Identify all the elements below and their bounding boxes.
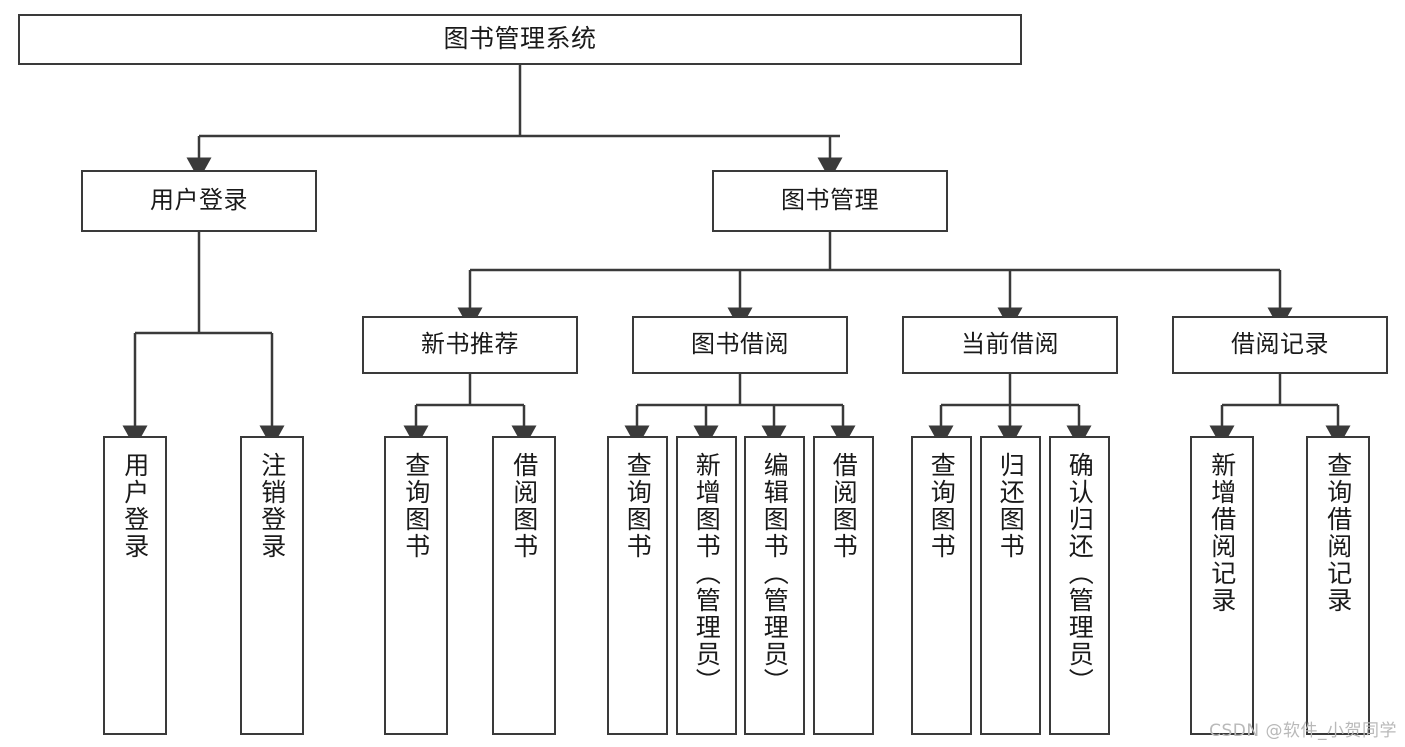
node-label: 归还图书 (996, 452, 1026, 560)
node-borrow-record[interactable]: 借阅记录 (1172, 316, 1388, 374)
node-label: 编辑图书（管理员） (760, 452, 790, 695)
node-book-management[interactable]: 图书管理 (712, 170, 948, 232)
leaf-query-book-current[interactable]: 查询图书 (911, 436, 972, 735)
node-label: 借阅图书 (509, 452, 539, 560)
leaf-borrow-book-recommend[interactable]: 借阅图书 (492, 436, 556, 735)
node-label: 图书借阅 (691, 330, 789, 359)
leaf-return-book[interactable]: 归还图书 (980, 436, 1041, 735)
node-book-borrow[interactable]: 图书借阅 (632, 316, 848, 374)
leaf-query-book-borrow[interactable]: 查询图书 (607, 436, 668, 735)
node-label: 借阅记录 (1231, 330, 1329, 359)
leaf-borrow-book[interactable]: 借阅图书 (813, 436, 874, 735)
node-root-system[interactable]: 图书管理系统 (18, 14, 1022, 65)
node-label: 图书管理 (781, 186, 879, 215)
node-label: 查询借阅记录 (1323, 452, 1353, 614)
leaf-confirm-return-admin[interactable]: 确认归还（管理员） (1049, 436, 1110, 735)
node-current-borrow[interactable]: 当前借阅 (902, 316, 1118, 374)
leaf-add-book-admin[interactable]: 新增图书（管理员） (676, 436, 737, 735)
node-label: 新书推荐 (421, 330, 519, 359)
leaf-logout[interactable]: 注销登录 (240, 436, 304, 735)
leaf-add-borrow-record[interactable]: 新增借阅记录 (1190, 436, 1254, 735)
node-label: 用户登录 (120, 452, 150, 560)
leaf-user-login[interactable]: 用户登录 (103, 436, 167, 735)
node-label: 确认归还（管理员） (1065, 452, 1095, 695)
node-label: 新增图书（管理员） (692, 452, 722, 695)
node-label: 查询图书 (927, 452, 957, 560)
node-label: 注销登录 (257, 452, 287, 560)
node-label: 图书管理系统 (443, 24, 597, 54)
leaf-query-borrow-record[interactable]: 查询借阅记录 (1306, 436, 1370, 735)
node-label: 新增借阅记录 (1207, 452, 1237, 614)
leaf-edit-book-admin[interactable]: 编辑图书（管理员） (744, 436, 805, 735)
node-user-login[interactable]: 用户登录 (81, 170, 317, 232)
leaf-query-book-recommend[interactable]: 查询图书 (384, 436, 448, 735)
node-label: 查询图书 (623, 452, 653, 560)
node-label: 用户登录 (150, 186, 248, 215)
csdn-watermark: CSDN @软件_小贺同学 (1209, 721, 1397, 741)
node-new-book-recommend[interactable]: 新书推荐 (362, 316, 578, 374)
node-label: 查询图书 (401, 452, 431, 560)
node-label: 当前借阅 (961, 330, 1059, 359)
node-label: 借阅图书 (829, 452, 859, 560)
